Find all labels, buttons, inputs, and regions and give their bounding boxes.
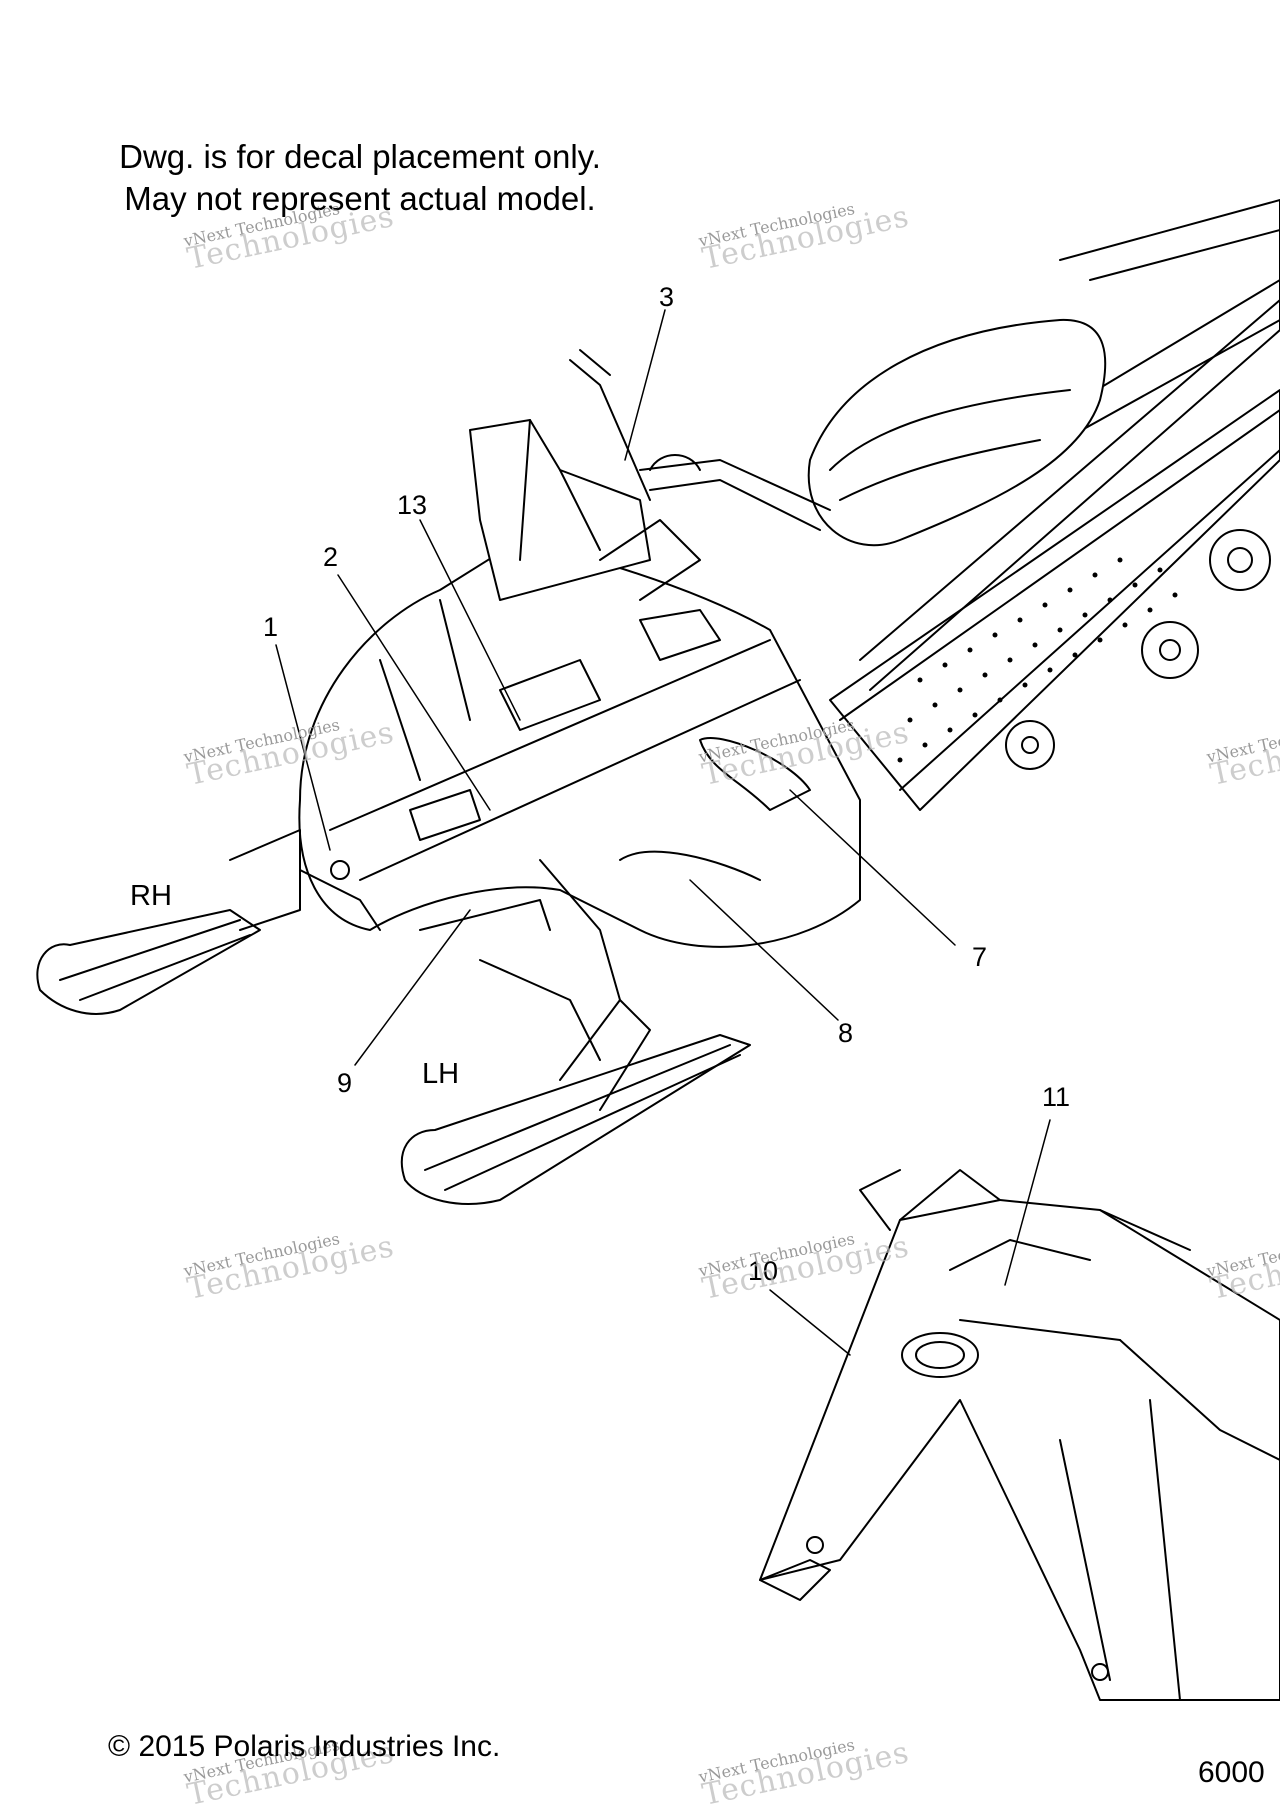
windshield	[469, 419, 701, 601]
placement-note-line-2: May not represent actual model.	[124, 180, 596, 217]
seat	[807, 318, 1107, 547]
callout-9: 9	[337, 1068, 353, 1098]
side-label-lh: LH	[422, 1058, 460, 1090]
callout-10: 10	[748, 1256, 779, 1286]
drawing-number: 6000	[1198, 1756, 1265, 1789]
callout-1: 1	[263, 612, 279, 642]
callout-7: 7	[972, 942, 988, 972]
callout-11: 11	[1042, 1082, 1071, 1112]
callout-2: 2	[323, 542, 339, 572]
side-label-rh: RH	[130, 880, 172, 912]
ski-left	[400, 859, 751, 1205]
callout-13: 13	[397, 490, 428, 520]
callout-8: 8	[838, 1018, 854, 1048]
hood	[298, 539, 861, 948]
copyright: © 2015 Polaris Industries Inc.	[108, 1730, 501, 1763]
ski-right	[36, 829, 301, 1015]
suspension-wheels	[1005, 529, 1271, 770]
placement-note-line-1: Dwg. is for decal placement only.	[119, 138, 601, 175]
tunnel-rivets	[897, 557, 1178, 763]
tunnel-body	[829, 199, 1280, 811]
leader-lines	[275, 309, 1051, 1356]
side-panel	[759, 1169, 1280, 1701]
handlebar	[569, 349, 831, 531]
callout-3: 3	[659, 282, 675, 312]
